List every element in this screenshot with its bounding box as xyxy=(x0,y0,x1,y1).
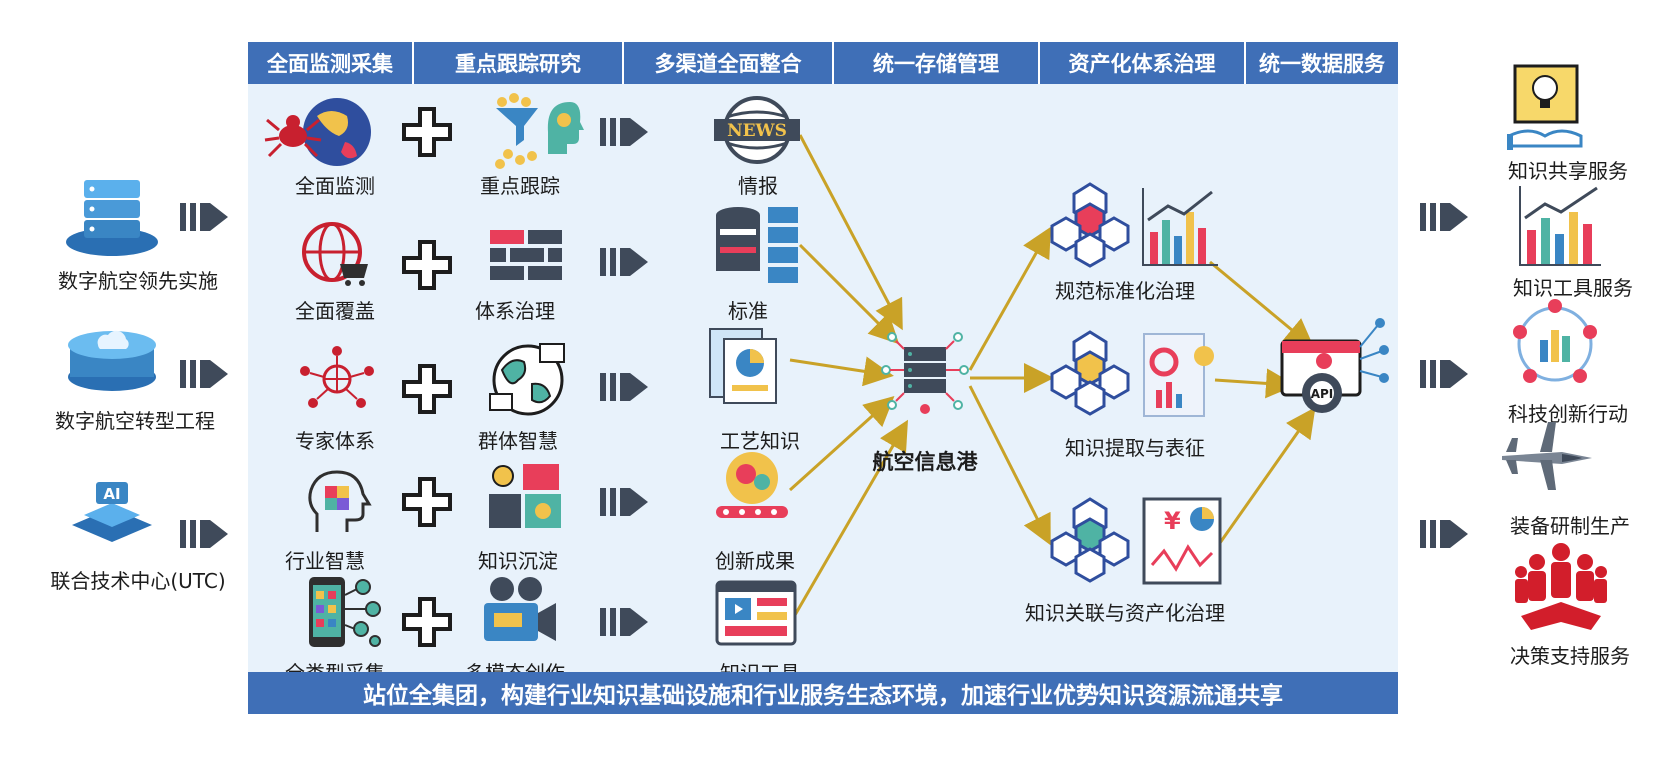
blockchain-finance-icon: ¥ xyxy=(1050,497,1222,585)
service-label: 科技创新行动 xyxy=(1508,402,1628,426)
book-lightbulb-icon xyxy=(1507,64,1583,150)
service-label: 知识工具服务 xyxy=(1513,276,1633,300)
governance-label: 知识关联与资产化治理 xyxy=(1025,601,1225,625)
header-monitor: 全面监测采集 xyxy=(248,42,414,84)
phone-network-icon xyxy=(309,577,381,647)
arrow-right-icon xyxy=(180,360,228,388)
hub-label: 航空信息港 xyxy=(872,450,978,474)
research-label: 知识沉淀 xyxy=(478,549,558,573)
funnel-head-icon xyxy=(495,93,584,169)
svg-text:¥: ¥ xyxy=(1164,507,1181,535)
research-label: 体系治理 xyxy=(475,299,555,323)
header-storage: 统一存储管理 xyxy=(834,42,1040,84)
spider-globe-icon xyxy=(264,98,371,166)
bar-chart-icon xyxy=(1519,186,1601,266)
cloud-database-icon xyxy=(68,330,156,391)
arrow-right-icon xyxy=(600,248,648,276)
svg-text:API: API xyxy=(1311,387,1334,401)
arrow-right-icon xyxy=(600,488,648,516)
video-camera-icon xyxy=(484,577,556,641)
ai-chip-icon: AI xyxy=(72,482,152,542)
fighter-jet-icon xyxy=(1502,422,1592,490)
service-label: 知识共享服务 xyxy=(1508,159,1628,183)
database-table-icon xyxy=(716,207,798,283)
monitor-label: 全面覆盖 xyxy=(295,299,375,323)
channel-label: 标准 xyxy=(728,299,768,323)
monitor-label: 行业智慧 xyxy=(285,549,365,573)
innovation-team-icon xyxy=(1513,299,1597,383)
channel-label: 工艺知识 xyxy=(720,429,800,453)
decision-team-icon xyxy=(1515,543,1607,630)
api-gear-icon: API xyxy=(1280,318,1389,413)
research-label: 重点跟踪 xyxy=(480,174,560,198)
governance-label: 规范标准化治理 xyxy=(1055,279,1195,303)
channel-label: 情报 xyxy=(738,174,778,198)
plus-icon xyxy=(402,107,452,157)
svg-text:AI: AI xyxy=(103,485,120,503)
plus-icon xyxy=(402,240,452,290)
arrow-right-icon xyxy=(1420,203,1468,231)
research-label: 群体智慧 xyxy=(478,429,558,453)
service-label: 装备研制生产 xyxy=(1510,514,1630,538)
server-stack-icon xyxy=(66,180,158,256)
globe-cart-icon xyxy=(302,222,368,286)
arrow-right-icon xyxy=(180,520,228,548)
svg-text:NEWS: NEWS xyxy=(727,121,787,141)
arrow-right-icon xyxy=(180,203,228,231)
blockchain-analytics-icon xyxy=(1050,330,1214,417)
plus-icon xyxy=(402,597,452,647)
arrow-right-icon xyxy=(1420,520,1468,548)
server-hub-icon xyxy=(881,332,969,414)
expert-network-icon xyxy=(300,346,374,408)
brain-conveyor-icon xyxy=(716,452,788,518)
governance-label: 知识提取与表征 xyxy=(1065,436,1205,460)
source-label: 联合技术中心(UTC) xyxy=(50,569,226,593)
footer-banner: 站位全集团，构建行业知识基础设施和行业服务生态环境，加速行业优势知识资源流通共享 xyxy=(248,672,1398,714)
monitor-label: 全面监测 xyxy=(295,174,375,198)
service-label: 决策支持服务 xyxy=(1510,644,1630,668)
world-map-icon xyxy=(489,343,565,416)
header-governance: 资产化体系治理 xyxy=(1040,42,1246,84)
monitor-label: 专家体系 xyxy=(295,429,375,453)
plus-icon xyxy=(402,364,452,414)
channel-label: 创新成果 xyxy=(715,549,795,573)
source-label: 数字航空领先实施 xyxy=(58,269,218,293)
knowledge-factory-icon xyxy=(489,464,561,528)
news-globe-icon: NEWS xyxy=(714,96,800,164)
brick-wall-icon xyxy=(490,230,562,280)
plus-icon xyxy=(402,477,452,527)
arrow-right-icon xyxy=(1420,360,1468,388)
header-integration: 多渠道全面整合 xyxy=(624,42,834,84)
arrow-right-icon xyxy=(600,373,648,401)
blockchain-chart-icon xyxy=(1050,182,1218,268)
header-services: 统一数据服务 xyxy=(1246,42,1398,84)
source-label: 数字航空转型工程 xyxy=(55,409,215,433)
web-tools-icon xyxy=(715,580,797,646)
arrow-right-icon xyxy=(600,118,648,146)
content-panel xyxy=(248,42,1398,714)
head-puzzle-icon xyxy=(308,470,372,532)
document-chart-icon xyxy=(709,328,777,404)
arrow-right-icon xyxy=(600,608,648,636)
header-research: 重点跟踪研究 xyxy=(414,42,624,84)
